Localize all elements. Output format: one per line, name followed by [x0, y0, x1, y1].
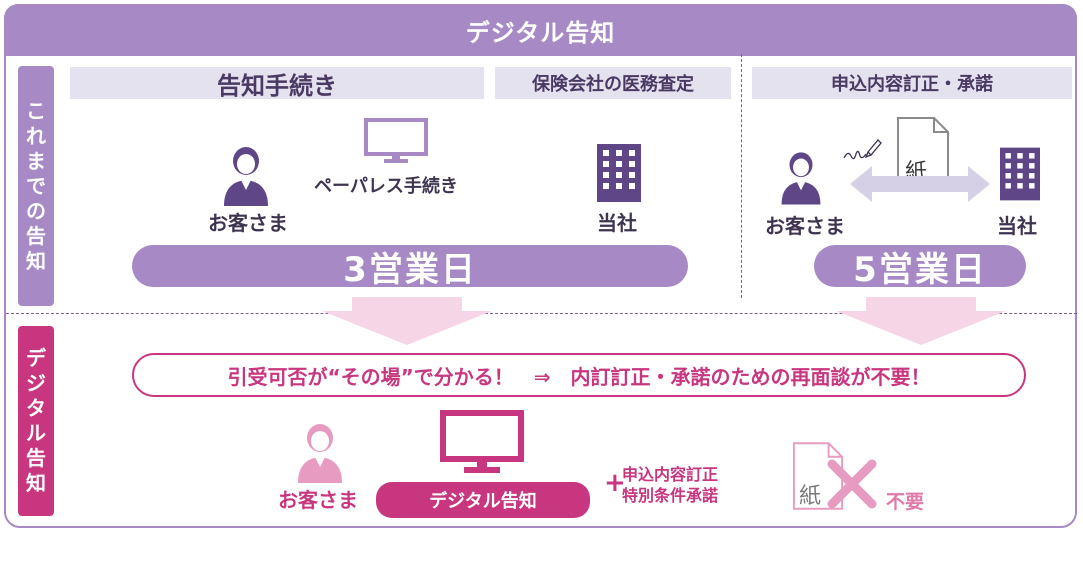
extra-procedures: 申込内容訂正 特別条件承諾 [622, 464, 718, 506]
insurer-header: 保険会社の医務査定 [495, 67, 731, 99]
days-pill-left: 3営業日 [132, 245, 688, 290]
paperless-label: ペーパレス手続き [314, 176, 458, 197]
company-label-right: 当社 [997, 214, 1037, 238]
pen-signature-icon [843, 139, 882, 160]
person-icon [224, 147, 268, 206]
building-icon [597, 144, 641, 202]
vertical-divider [741, 54, 742, 298]
digital-notice-button[interactable]: デジタル告知 [376, 482, 590, 518]
plus-sign: + [604, 468, 626, 498]
document-icon [897, 117, 949, 187]
down-arrow-icon [836, 297, 1006, 345]
double-arrow-icon [850, 166, 990, 202]
procedure-header: 告知手続き [70, 67, 484, 100]
side-label-old-char: 告 [26, 223, 46, 248]
side-label-new-char: 知 [26, 471, 46, 495]
side-label-new-char: デ [26, 346, 46, 370]
person-icon [781, 152, 821, 205]
customer-label-right: お客さま [765, 214, 845, 238]
building-icon [1000, 147, 1040, 201]
side-label-old-char: の [26, 198, 46, 223]
document-icon [792, 442, 844, 510]
side-label-old-char: で [26, 173, 46, 198]
paper-label-digital: 紙 [799, 484, 822, 509]
side-label-new-char: ジ [26, 371, 46, 395]
side-label-new-char: タ [26, 396, 46, 420]
extra-line-1: 申込内容訂正 [622, 465, 719, 484]
horizontal-divider [6, 313, 1077, 314]
side-label-new-char: 告 [26, 446, 46, 470]
monitor-icon [364, 118, 428, 163]
extra-line-2: 特別条件承諾 [622, 486, 719, 505]
side-label-old: こ れ ま で の 告 知 [18, 66, 54, 306]
person-icon [298, 424, 342, 483]
down-arrow-icon [322, 297, 492, 345]
days-pill-right: 5営業日 [814, 245, 1026, 290]
monitor-icon [440, 410, 524, 473]
side-label-old-char: 知 [26, 248, 46, 273]
diagram-title: デジタル告知 [4, 4, 1077, 56]
customer-label: お客さま [208, 211, 288, 235]
side-label-old-char: ま [26, 148, 46, 173]
cross-icon [827, 459, 877, 509]
customer-label-digital: お客さま [278, 488, 358, 512]
side-label-new: デ ジ タ ル 告 知 [18, 326, 54, 516]
side-label-new-char: ル [26, 421, 46, 445]
company-label: 当社 [597, 211, 637, 235]
unneeded-label: 不要 [886, 491, 925, 513]
benefit-banner: 引受可否が“その場”で分かる！ ⇒ 内訂訂正・承諾のための再面談が不要！ [132, 353, 1026, 397]
side-label-old-char: れ [26, 123, 46, 148]
side-label-old-char: こ [26, 98, 46, 123]
correction-header: 申込内容訂正・承諾 [752, 67, 1072, 99]
